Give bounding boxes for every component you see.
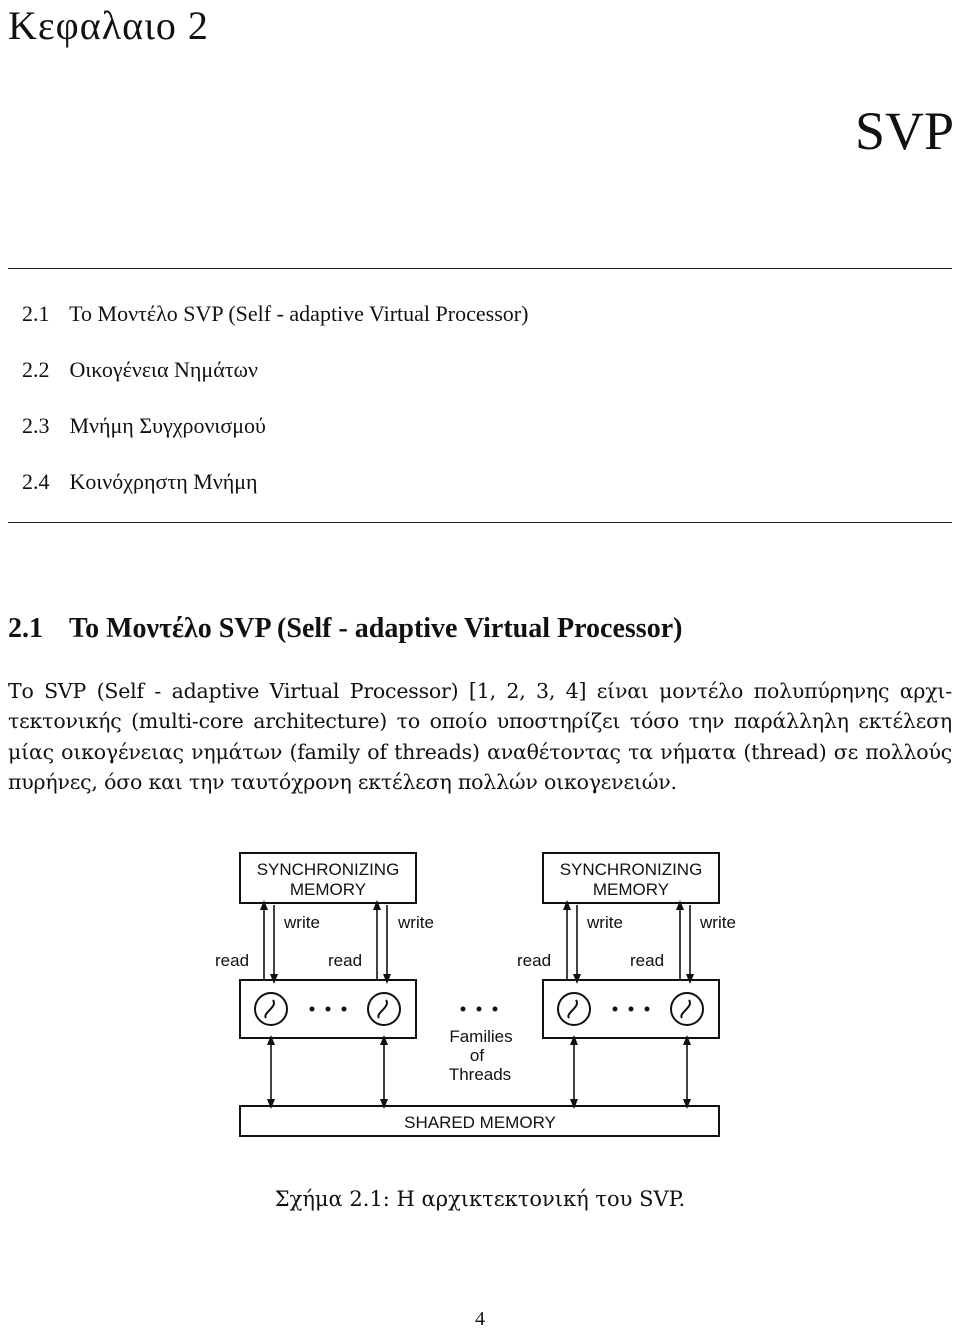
read-label: read <box>215 951 249 970</box>
toc-item[interactable]: 2.1 Το Μοντέλο SVP (Self - adaptive Virt… <box>22 296 528 352</box>
section-title: Το Μοντέλο SVP (Self - adaptive Virtual … <box>69 613 683 644</box>
tilde-circle-icon <box>254 992 288 1026</box>
read-write-arrows <box>260 900 694 984</box>
chapter-title: SVP <box>854 101 954 161</box>
svp-architecture-figure: SYNCHRONIZING MEMORY SYNCHRONIZING MEMOR… <box>0 840 960 1140</box>
toc-item-title: Το Μοντέλο SVP (Self - adaptive Virtual … <box>69 301 529 326</box>
section-number: 2.1 <box>8 613 43 644</box>
toc-item[interactable]: 2.4 Κοινόχρηστη Μνήμη <box>22 464 528 520</box>
shared-memory-arrows <box>267 1035 691 1109</box>
paragraph-line: τεκτονικής (multi-core architecture) το … <box>8 709 952 734</box>
toc-item-number: 2.2 <box>22 357 50 382</box>
figure-caption: Σχήμα 2.1: Η αρχικτεκτονική του SVP. <box>274 1187 686 1211</box>
toc-item-number: 2.3 <box>22 413 50 438</box>
page-number: 4 <box>475 1308 485 1330</box>
write-label: write <box>397 913 434 932</box>
sync-memory-label: SYNCHRONIZING <box>257 860 400 879</box>
paragraph-line: πυρήνες, όσο και την ταυτόχρονη εκτέλεση… <box>8 770 677 795</box>
paragraph-line: μίας οικογένειας νημάτων (family of thre… <box>8 739 952 764</box>
toc-item-title: Οικογένεια Νημάτων <box>69 357 258 382</box>
families-label: of <box>470 1046 484 1065</box>
sync-memory-label: MEMORY <box>290 880 366 899</box>
chapter-label: Κεφαλαιο 2 <box>8 3 209 48</box>
sync-memory-box-right: SYNCHRONIZING MEMORY <box>542 852 720 904</box>
sync-memory-box-left: SYNCHRONIZING MEMORY <box>239 852 417 904</box>
read-label: read <box>630 951 664 970</box>
write-label: write <box>586 913 623 932</box>
thread-family-box-left <box>239 979 417 1039</box>
paragraph-line: Το SVP (Self - adaptive Virtual Processo… <box>8 679 952 703</box>
tilde-circle-icon <box>670 992 704 1026</box>
section-toc: 2.1 Το Μοντέλο SVP (Self - adaptive Virt… <box>22 296 528 520</box>
toc-item-title: Μνήμη Συγχρονισμού <box>69 413 266 438</box>
toc-item-title: Κοινόχρηστη Μνήμη <box>69 469 258 494</box>
tilde-circle-icon <box>367 992 401 1026</box>
section-heading: 2.1 Το Μοντέλο SVP (Self - adaptive Virtu… <box>8 613 682 645</box>
toc-item[interactable]: 2.2 Οικογένεια Νημάτων <box>22 352 528 408</box>
toc-top-rule <box>8 268 952 269</box>
body-paragraph: Το SVP (Self - adaptive Virtual Processo… <box>8 676 952 798</box>
toc-bottom-rule <box>8 522 952 523</box>
sync-memory-label: SYNCHRONIZING <box>560 860 703 879</box>
write-label: write <box>699 913 736 932</box>
families-label: Families <box>449 1027 512 1046</box>
architecture-diagram: SYNCHRONIZING MEMORY SYNCHRONIZING MEMOR… <box>215 852 736 1137</box>
shared-memory-box <box>239 1105 720 1137</box>
families-label: Threads <box>449 1065 511 1084</box>
thread-family-box-right <box>542 979 720 1039</box>
ellipsis-dots <box>309 1006 650 1012</box>
read-label: read <box>328 951 362 970</box>
shared-memory-label: SHARED MEMORY <box>404 1113 556 1132</box>
tilde-circle-icon <box>557 992 591 1026</box>
write-label: write <box>283 913 320 932</box>
toc-item-number: 2.4 <box>22 469 50 494</box>
toc-item-number: 2.1 <box>22 301 50 326</box>
sync-memory-label: MEMORY <box>593 880 669 899</box>
toc-item[interactable]: 2.3 Μνήμη Συγχρονισμού <box>22 408 528 464</box>
read-label: read <box>517 951 551 970</box>
